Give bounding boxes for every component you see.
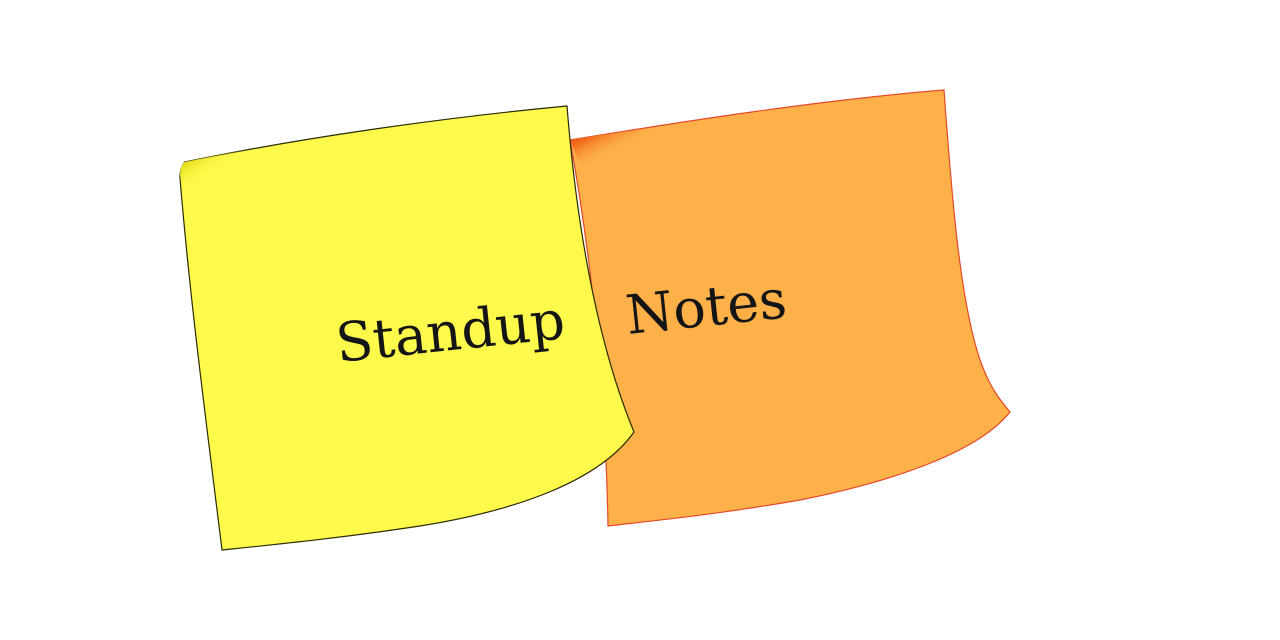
orange-sticky-note — [569, 89, 1011, 527]
yellow-sticky-note — [179, 105, 635, 551]
